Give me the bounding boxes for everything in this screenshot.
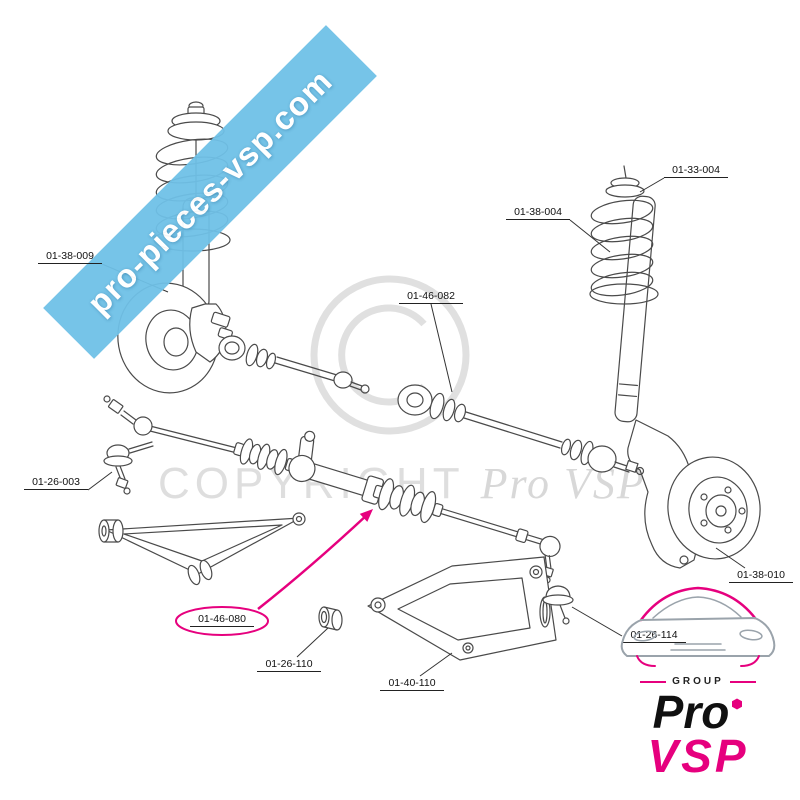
group-divider-right: [729, 680, 756, 683]
part-label-01-46-082[interactable]: 01-46-082: [399, 290, 463, 304]
part-label-01-33-004[interactable]: 01-33-004: [664, 164, 728, 178]
right-control-arm: [367, 556, 557, 661]
right-driveshaft: [397, 384, 645, 476]
logo-vsp-text: VSP: [647, 730, 749, 782]
copyright-symbol-watermark: [310, 275, 470, 435]
part-label-01-26-003[interactable]: 01-26-003: [24, 476, 88, 490]
tie-rod-end: [103, 441, 154, 495]
logo-pro-word: Pro: [652, 686, 730, 738]
part-label-01-38-009[interactable]: 01-38-009: [38, 250, 102, 264]
part-label-01-26-110[interactable]: 01-26-110: [257, 658, 321, 672]
steering-rack: [103, 395, 561, 584]
logo-pro-text: Pro: [608, 689, 788, 735]
right-strut: [589, 165, 659, 423]
logo-group-row: GROUP: [608, 676, 788, 687]
copyright-brand: Pro VSP: [480, 459, 646, 508]
right-hub-and-disc: [627, 419, 761, 569]
car-sketch-icon: [620, 586, 776, 667]
part-label-01-38-010[interactable]: 01-38-010: [729, 569, 793, 583]
hexagon-icon: [732, 698, 743, 710]
group-divider-left: [640, 680, 667, 683]
part-label-01-40-110[interactable]: 01-40-110: [380, 677, 444, 691]
control-arm-bushing: [318, 606, 343, 631]
logo-group-label: GROUP: [672, 676, 724, 687]
part-label-01-38-004[interactable]: 01-38-004: [506, 206, 570, 220]
part-label-01-46-080[interactable]: 01-46-080: [190, 613, 254, 627]
ball-joint: [542, 585, 574, 625]
provsp-logo: GROUP Pro VSP: [608, 578, 788, 779]
left-control-arm: [98, 512, 306, 586]
